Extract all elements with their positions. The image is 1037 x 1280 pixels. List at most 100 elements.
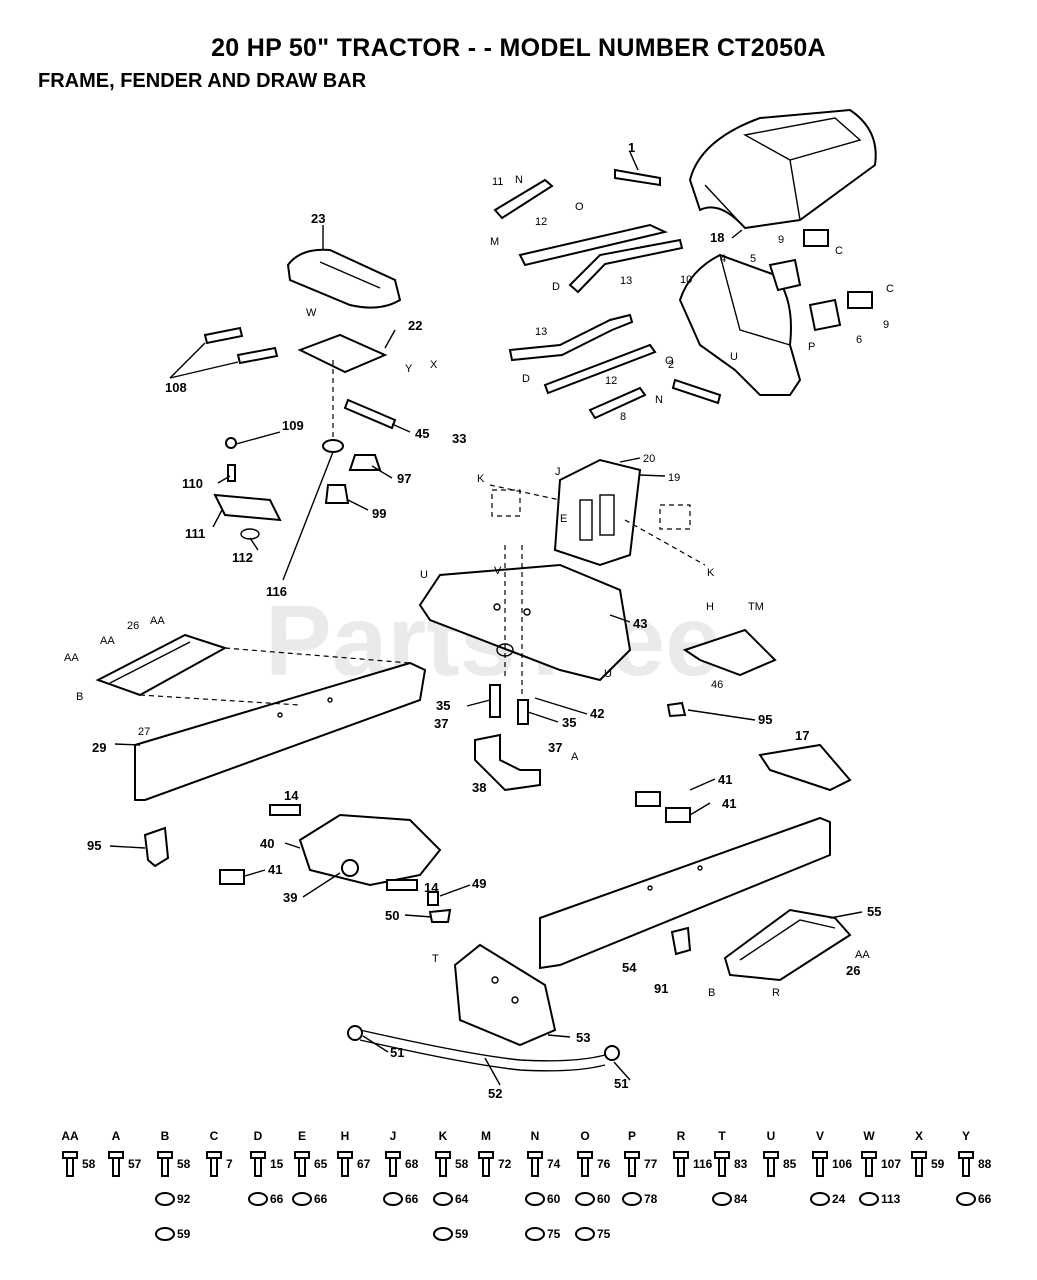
callout-AA1: AA <box>150 615 165 627</box>
hardware-part-number: 75 <box>547 1227 561 1241</box>
pad-part-41b[interactable] <box>665 807 691 823</box>
hardware-part-number: 92 <box>177 1192 191 1206</box>
knob-part-5[interactable] <box>768 258 802 292</box>
bracket-group-upper[interactable] <box>493 178 684 420</box>
clip-part-112[interactable] <box>240 528 260 540</box>
knob-part-9b[interactable] <box>847 291 873 309</box>
bolt-shaft <box>210 1157 218 1177</box>
link-part-50[interactable] <box>428 908 452 923</box>
seat-part-23[interactable] <box>286 248 402 309</box>
strip-part-108a[interactable] <box>203 326 244 345</box>
hardware-part-number: 59 <box>931 1157 945 1171</box>
leader-lines <box>109 225 863 1086</box>
fender-deck-part-43[interactable] <box>418 563 632 682</box>
dash-panel-part-19[interactable] <box>553 458 642 567</box>
bracket-part-111[interactable] <box>213 493 282 522</box>
plate-part-46[interactable] <box>682 628 777 677</box>
nut-part-51b[interactable] <box>604 1045 620 1061</box>
nut-part-109[interactable] <box>225 437 237 449</box>
callout-26b: 26 <box>846 963 860 978</box>
strip-part-108b[interactable] <box>236 346 279 365</box>
callout-1: 1 <box>628 140 635 155</box>
callout-12a: 12 <box>535 216 547 228</box>
hardware-part-number: 88 <box>978 1157 992 1171</box>
bolt-shaft <box>298 1157 306 1177</box>
plate-part-17[interactable] <box>758 743 852 792</box>
seat-plate-part-22[interactable] <box>297 333 388 374</box>
hardware-a[interactable]: A57 <box>108 1129 142 1177</box>
callout-D2: D <box>522 373 530 385</box>
hardware-part-number: 85 <box>783 1157 797 1171</box>
nut-icon <box>575 1227 595 1241</box>
hardware-letter: C <box>210 1129 219 1143</box>
hardware-c[interactable]: C7 <box>206 1129 233 1177</box>
draw-bar-part-53[interactable] <box>453 943 557 1047</box>
pin-part-110[interactable] <box>227 464 236 482</box>
callout-19: 19 <box>668 472 680 484</box>
knob-part-9a[interactable] <box>803 229 829 247</box>
hardware-letter: X <box>915 1129 923 1143</box>
bracket-part-91[interactable] <box>670 926 692 956</box>
hardware-h[interactable]: H67 <box>337 1129 371 1177</box>
bracket-part-38[interactable] <box>474 733 541 792</box>
callout-91: 91 <box>654 981 668 996</box>
hardware-part-number: 60 <box>597 1192 611 1206</box>
hardware-letter: T <box>718 1129 726 1143</box>
spring-part-35b[interactable] <box>517 699 529 725</box>
callout-35b: 35 <box>562 715 576 730</box>
pad-part-41c[interactable] <box>219 869 245 885</box>
pad-part-41a[interactable] <box>635 791 661 807</box>
hardware-u[interactable]: U85 <box>763 1129 797 1177</box>
bolt-shaft <box>66 1157 74 1177</box>
hardware-legend: AA58A57B589259C7D1566E6566H67J6866K58645… <box>61 1129 992 1241</box>
bar-part-1[interactable] <box>614 168 661 187</box>
link-part-49[interactable] <box>427 891 439 906</box>
tube-part-52[interactable] <box>359 1029 606 1062</box>
clip-part-95a[interactable] <box>666 701 687 718</box>
washer-part-116[interactable] <box>322 439 344 453</box>
nut-icon <box>248 1192 268 1206</box>
hood-part-18[interactable] <box>688 108 877 230</box>
nut-part-51a[interactable] <box>347 1025 363 1041</box>
hardware-part-number: 58 <box>177 1157 191 1171</box>
hardware-part-number: 58 <box>455 1157 469 1171</box>
footrest-part-26a[interactable] <box>95 633 228 697</box>
callout-AA3: AA <box>64 652 79 664</box>
nut-icon <box>712 1192 732 1206</box>
callout-41a: 41 <box>718 772 732 787</box>
frame-rail-part-29[interactable] <box>134 661 427 801</box>
nut-icon <box>622 1192 642 1206</box>
footrest-part-55[interactable] <box>723 908 852 982</box>
bolt-shaft <box>816 1157 824 1177</box>
spring-part-35a[interactable] <box>489 684 501 718</box>
pad-part-14a[interactable] <box>269 804 301 816</box>
bar-part-2[interactable] <box>671 378 722 405</box>
pedal-housing-part-40[interactable] <box>298 813 442 887</box>
frame-rail-part-54[interactable] <box>539 816 831 970</box>
hardware-part-number: 66 <box>314 1192 328 1206</box>
rod-part-45[interactable] <box>343 398 397 430</box>
pad-part-14b[interactable] <box>386 879 418 891</box>
knob-part-99[interactable] <box>324 484 350 504</box>
knob-part-6[interactable] <box>808 298 842 332</box>
hardware-part-number: 66 <box>270 1192 284 1206</box>
hardware-m[interactable]: M72 <box>478 1129 512 1177</box>
bracket-part-95b[interactable] <box>143 826 170 868</box>
bolt-shaft <box>865 1157 873 1177</box>
hardware-x[interactable]: X 59 <box>911 1129 945 1177</box>
